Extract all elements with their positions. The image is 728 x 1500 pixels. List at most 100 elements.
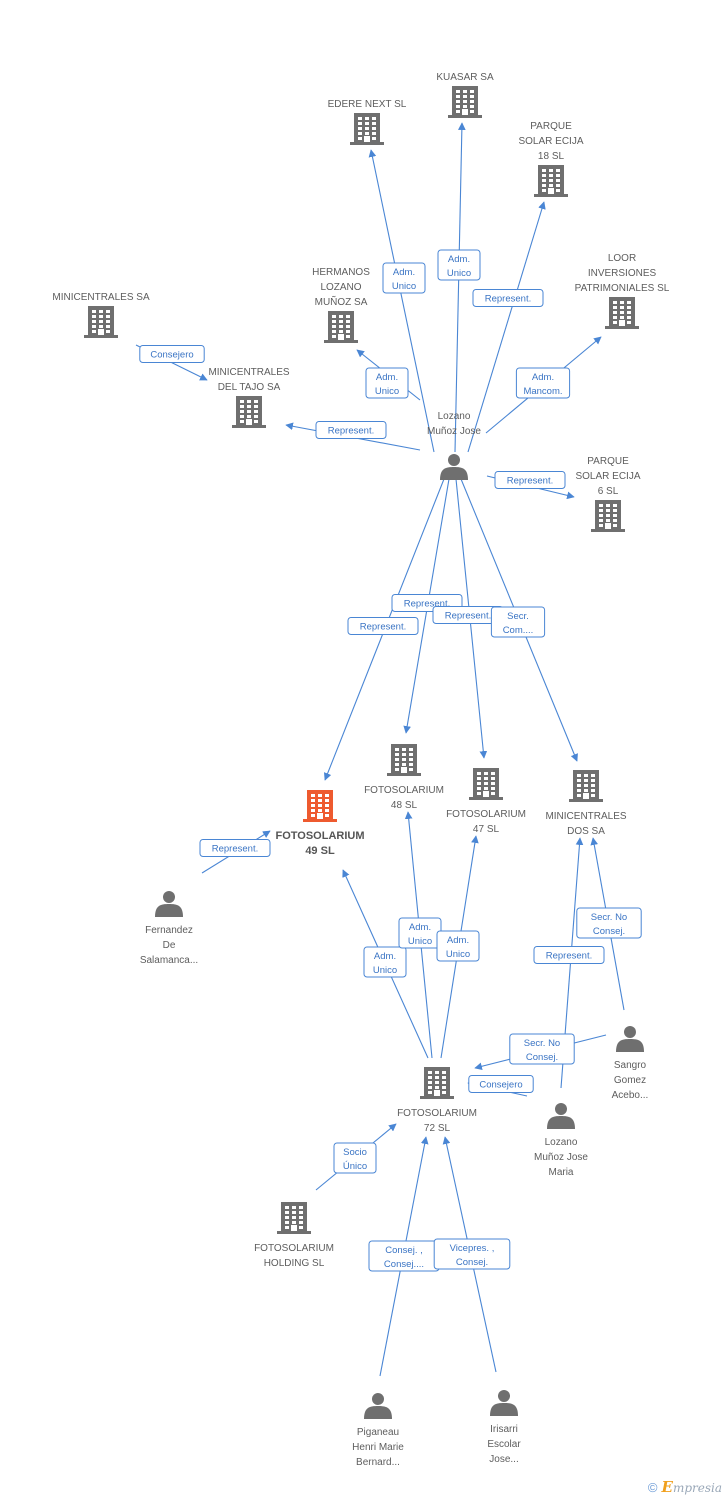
edge-label-lozanomaria-to-minidos[interactable]: Represent. bbox=[533, 946, 605, 964]
edge-label-text: Único bbox=[343, 1161, 367, 1172]
edge-label-lozano-to-parque6[interactable]: Represent. bbox=[494, 471, 566, 489]
node-label: MINICENTRALES bbox=[545, 811, 626, 822]
node-label: Lozano bbox=[545, 1137, 578, 1148]
building-icon bbox=[591, 500, 625, 532]
edge-label-minicentrales_sa-to-tajo[interactable]: Consejero bbox=[139, 345, 205, 363]
edge-label-text: Unico bbox=[375, 386, 399, 397]
edge-label-lozano-to-edere[interactable]: Adm.Unico bbox=[382, 262, 426, 294]
edge-label-text: Represent. bbox=[546, 951, 592, 962]
edge-label-text: Unico bbox=[447, 268, 471, 279]
building-icon bbox=[534, 165, 568, 197]
footer-brand[interactable]: ©Empresia bbox=[648, 1478, 722, 1496]
brand-name: mpresia bbox=[672, 1481, 722, 1495]
edge-label-lozano-to-tajo[interactable]: Represent. bbox=[315, 421, 387, 439]
edge-label-lozano-to-foto49[interactable]: Represent. bbox=[347, 617, 419, 635]
building-icon bbox=[469, 768, 503, 800]
edge-label-text: Adm. bbox=[376, 372, 398, 383]
edge-label-foto72-to-foto47[interactable]: Adm.Unico bbox=[436, 930, 480, 962]
person-icon bbox=[490, 1390, 518, 1416]
node-fernandez[interactable]: FernandezDeSalamanca... bbox=[140, 891, 198, 966]
edge-label-text: Consej.... bbox=[384, 1259, 424, 1270]
edge-label-piganeau-to-foto72[interactable]: Consej. ,Consej.... bbox=[368, 1240, 440, 1272]
edge-lozano-to-parque18 bbox=[467, 201, 546, 453]
edge-label-text: Mancom. bbox=[523, 386, 562, 397]
edge-label-text: Adm. bbox=[374, 951, 396, 962]
building-icon bbox=[303, 790, 337, 822]
node-label: 72 SL bbox=[424, 1123, 451, 1134]
edge-label-text: Secr. bbox=[507, 611, 529, 622]
node-edere[interactable]: EDERE NEXT SL bbox=[328, 99, 407, 145]
node-label: Irisarri bbox=[490, 1424, 518, 1435]
building-icon bbox=[605, 297, 639, 329]
node-sangro[interactable]: SangroGomezAcebo... bbox=[612, 1026, 649, 1101]
node-label: Bernard... bbox=[356, 1457, 400, 1468]
node-label: Sangro bbox=[614, 1060, 647, 1071]
node-label: Piganeau bbox=[357, 1427, 399, 1438]
node-label: DOS SA bbox=[567, 826, 605, 837]
edge-label-fernandez-to-foto49[interactable]: Represent. bbox=[199, 839, 271, 857]
building-icon bbox=[84, 306, 118, 338]
node-label: EDERE NEXT SL bbox=[328, 99, 407, 110]
node-label: Henri Marie bbox=[352, 1442, 404, 1453]
edge-label-lozano-to-parque18[interactable]: Represent. bbox=[472, 289, 544, 307]
edge-label-lozanomaria-to-foto72[interactable]: Consejero bbox=[468, 1075, 534, 1093]
building-icon bbox=[569, 770, 603, 802]
edge-label-text: Adm. bbox=[532, 372, 554, 383]
node-label: FOTOSOLARIUM bbox=[446, 809, 526, 820]
edge-label-text: Unico bbox=[408, 936, 432, 947]
node-label: MINICENTRALES SA bbox=[52, 292, 150, 303]
edge-label-text: Consej. bbox=[593, 926, 625, 937]
brand-initial: E bbox=[661, 1478, 673, 1496]
node-label: DEL TAJO SA bbox=[218, 382, 281, 393]
node-minidos[interactable]: MINICENTRALES DOS SA bbox=[545, 770, 627, 837]
building-icon bbox=[387, 744, 421, 776]
node-label: PARQUE bbox=[587, 456, 629, 467]
node-irisarri[interactable]: IrisarriEscolarJose... bbox=[487, 1390, 521, 1465]
node-label: Muñoz Jose bbox=[427, 426, 481, 437]
edge-label-foto72-to-foto49[interactable]: Adm.Unico bbox=[363, 946, 407, 978]
node-label: Muñoz Jose bbox=[534, 1152, 588, 1163]
node-foto72[interactable]: FOTOSOLARIUM 72 SL bbox=[397, 1067, 477, 1134]
edge-label-text: Consej. bbox=[456, 1257, 488, 1268]
edge-label-text: Represent. bbox=[507, 476, 553, 487]
building-icon bbox=[232, 396, 266, 428]
edge-label-lozano-to-minidos[interactable]: Secr.Com.... bbox=[490, 606, 546, 638]
edge-labels-layer: Adm.UnicoAdm.UnicoRepresent.Adm.UnicoAdm… bbox=[139, 249, 642, 1272]
node-label: FOTOSOLARIUM bbox=[397, 1108, 477, 1119]
edge-label-text: Unico bbox=[392, 281, 416, 292]
edge-label-lozano-to-hermanos[interactable]: Adm. Unico bbox=[365, 367, 409, 399]
node-label: LOOR bbox=[608, 253, 636, 264]
node-label: PARQUE bbox=[530, 121, 572, 132]
edge-label-text: Represent. bbox=[328, 426, 374, 437]
node-label: HERMANOS bbox=[312, 267, 370, 278]
copyright-symbol: © bbox=[647, 1480, 658, 1495]
node-label: SOLAR ECIJA bbox=[575, 471, 640, 482]
node-kuasar[interactable]: KUASAR SA bbox=[436, 72, 494, 118]
edge-label-lozano-to-loor[interactable]: Adm. Mancom. bbox=[515, 367, 571, 399]
node-minicentrales_sa[interactable]: MINICENTRALES SA bbox=[52, 292, 150, 338]
edge-label-foto72-to-foto48[interactable]: Adm.Unico bbox=[398, 917, 442, 949]
edge-lozano-to-kuasar bbox=[454, 122, 466, 453]
edge-label-text: Represent. bbox=[360, 622, 406, 633]
node-label: INVERSIONES bbox=[588, 268, 657, 279]
person-icon bbox=[547, 1103, 575, 1129]
edge-label-irisarri-to-foto72[interactable]: Vicepres. ,Consej. bbox=[433, 1238, 511, 1270]
node-label: 18 SL bbox=[538, 151, 565, 162]
edge-label-lozano-to-kuasar[interactable]: Adm.Unico bbox=[437, 249, 481, 281]
